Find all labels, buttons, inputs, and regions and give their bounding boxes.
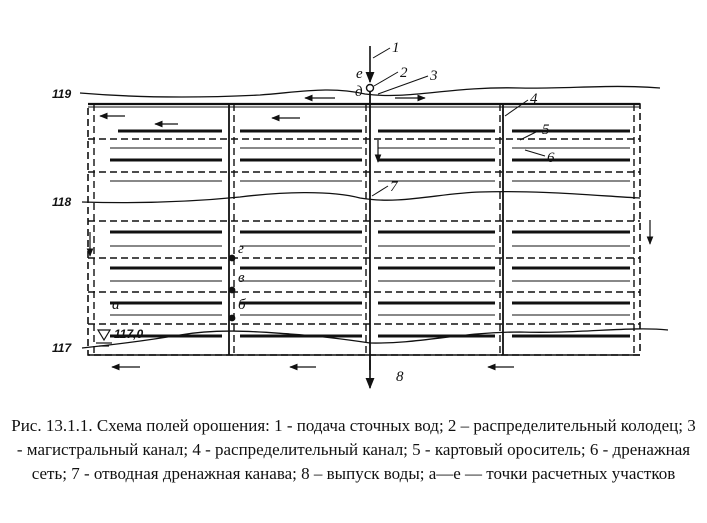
point-label-g: г [238, 241, 244, 257]
label-1: 1 [392, 40, 400, 56]
label-2: 2 [400, 65, 408, 81]
distribution-well [365, 83, 375, 93]
label-3: 3 [429, 68, 438, 84]
label-5: 5 [542, 122, 550, 138]
water-level-icon [96, 329, 112, 347]
drainage-network [110, 147, 630, 316]
point-label-b: б [238, 297, 246, 313]
plot-column-boundaries [93, 104, 635, 355]
figure-caption: Рис. 13.1.1. Схема полей орошения: 1 - п… [10, 414, 697, 486]
callout-leaders [371, 47, 546, 197]
distribution-canals [228, 88, 504, 370]
irrigation-field-diagram: 1 2 3 4 5 6 7 8 е д г в б а 119 118 117 … [52, 40, 669, 390]
caption-text: 13.1.1. Схема полей орошения: 1 - подача… [16, 416, 696, 483]
calculation-points [228, 254, 236, 322]
point-label-d: д [355, 84, 363, 100]
plot-row-boundaries [88, 138, 640, 325]
water-level-value: 117,0 [114, 327, 143, 341]
contour-117 [81, 328, 669, 349]
contour-119 [79, 85, 661, 98]
label-6: 6 [547, 150, 555, 166]
flow-arrows [86, 94, 654, 371]
elevation-119: 119 [52, 87, 71, 101]
point-label-e: е [356, 66, 363, 82]
point-label-v: в [238, 270, 245, 286]
field-boundary [87, 103, 641, 356]
label-8: 8 [396, 369, 404, 385]
elevation-117: 117 [52, 341, 72, 355]
caption-lead: Рис. [11, 416, 42, 435]
card-sprinklers [110, 129, 630, 338]
contour-118 [81, 190, 641, 204]
elevation-118: 118 [52, 195, 71, 209]
point-label-a: а [112, 297, 120, 313]
label-7: 7 [390, 179, 399, 195]
label-4: 4 [530, 91, 538, 107]
